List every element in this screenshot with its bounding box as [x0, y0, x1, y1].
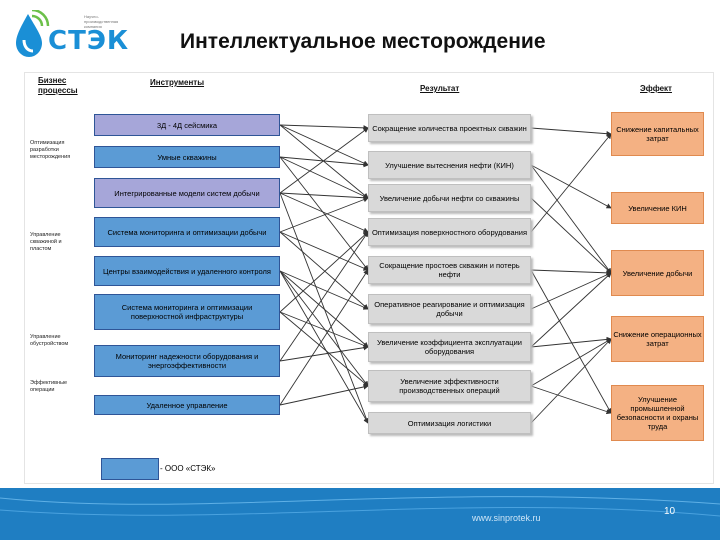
connector-arrow — [279, 124, 369, 166]
footer-bar — [0, 488, 720, 540]
connector-arrow — [279, 231, 369, 271]
result-box: Увеличение добычи нефти со скважины — [368, 184, 531, 212]
legend-label: - ООО «СТЭК» — [160, 464, 216, 473]
logo-wordmark: СТЭК — [48, 26, 130, 56]
connector-arrow — [279, 345, 369, 362]
connector-arrow — [530, 127, 612, 137]
tool-box: Система мониторинга и оптимизации добычи — [94, 217, 280, 247]
legend-swatch — [101, 458, 159, 480]
connector-arrow — [279, 156, 369, 271]
connector-arrow — [279, 269, 369, 406]
connector-arrow — [279, 270, 369, 310]
result-box: Оптимизация поверхностного оборудования — [368, 218, 531, 246]
connector-arrow — [530, 164, 612, 209]
connector-arrow — [279, 231, 369, 310]
connector-arrow — [279, 127, 369, 194]
connector-arrow — [530, 272, 612, 310]
result-box: Увеличение коэффициента эксплуатации обо… — [368, 332, 531, 362]
business-process-label: Эффективные операции — [30, 380, 68, 393]
connector-arrow — [279, 311, 369, 348]
connector-arrow — [279, 270, 369, 424]
connector-arrow — [279, 124, 369, 131]
result-box: Сокращение количества проектных скважин — [368, 114, 531, 142]
tool-box: Удаленное управление — [94, 395, 280, 415]
business-process-label: Оптимизация разработки месторождения — [30, 140, 71, 160]
connector-arrow — [279, 231, 369, 313]
connector-arrow — [530, 338, 612, 387]
connector-arrow — [279, 270, 369, 387]
header-result: Результат — [420, 84, 460, 93]
connector-arrow — [530, 338, 612, 424]
effect-box: Увеличение КИН — [611, 192, 704, 224]
tool-box: Центры взаимодействия и удаленного контр… — [94, 256, 280, 286]
connector-arrow — [279, 192, 369, 424]
result-box: Оперативное реагирование и оптимизация д… — [368, 294, 531, 324]
connector-arrow — [279, 231, 369, 362]
connector-arrow — [279, 124, 369, 199]
connector-arrow — [530, 164, 612, 274]
logo-tagline: Научно-производственная компания — [84, 14, 119, 29]
connector-arrow — [530, 385, 612, 415]
header-tools: Инструменты — [150, 78, 205, 87]
effect-box: Снижение операционных затрат — [611, 316, 704, 362]
connector-arrow — [530, 197, 612, 274]
connector-arrow — [279, 192, 369, 233]
header-business-processes: Бизнес процессы — [38, 76, 78, 95]
tool-box: Умные скважины — [94, 146, 280, 168]
effect-box: Снижение капитальных затрат — [611, 112, 704, 156]
connector-arrow — [279, 197, 369, 233]
connector-arrow — [279, 192, 369, 201]
result-box: Оптимизация логистики — [368, 412, 531, 434]
footer-wave-icon — [0, 496, 720, 517]
connector-arrow — [279, 384, 369, 406]
company-logo: СТЭК Научно-производственная компания — [10, 6, 130, 62]
connector-arrow — [279, 156, 369, 199]
result-box: Улучшение вытеснения нефти (КИН) — [368, 151, 531, 179]
result-box: Сокращение простоев скважин и потерь неф… — [368, 256, 531, 284]
business-process-label: Управление обустройством — [30, 334, 69, 347]
page-number: 10 — [664, 506, 676, 517]
connector-arrow — [530, 133, 612, 233]
logo-drop-icon — [16, 10, 50, 57]
connector-arrow — [530, 269, 612, 414]
connector-arrow — [530, 336, 612, 348]
connector-arrow — [279, 311, 369, 387]
connector-arrow — [530, 272, 612, 348]
tool-box: Система мониторинга и оптимизации поверх… — [94, 294, 280, 330]
business-process-label: Управление скважиной и пластом — [30, 232, 62, 252]
connector-arrow — [530, 269, 612, 276]
result-box: Увеличение эффективности производственны… — [368, 370, 531, 402]
header-effect: Эффект — [640, 84, 672, 93]
tool-box: 3Д - 4Д сейсмика — [94, 114, 280, 136]
page-title: Интеллектуальное месторождение — [180, 30, 546, 53]
footer-url[interactable]: www.sinprotek.ru — [472, 513, 541, 523]
tool-box: Интегрированные модели систем добычи — [94, 178, 280, 208]
effect-box: Улучшение промышленной безопасности и ох… — [611, 385, 704, 441]
tool-box: Мониторинг надежности оборудования и эне… — [94, 345, 280, 377]
effect-box: Увеличение добычи — [611, 250, 704, 296]
